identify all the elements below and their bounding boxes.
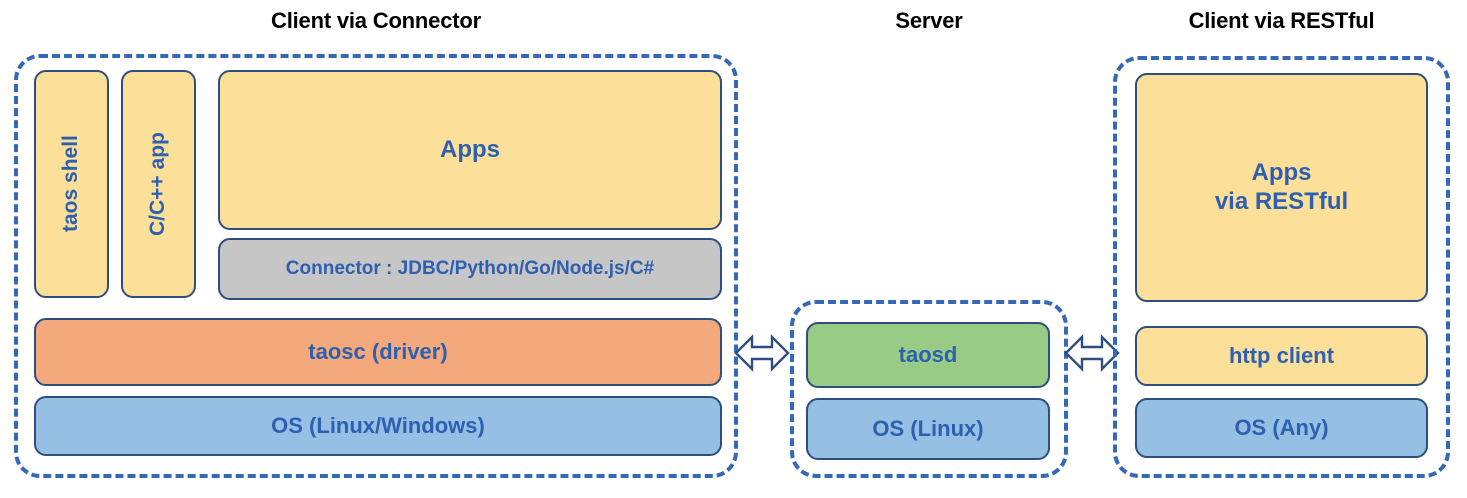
box-os-any[interactable]: OS (Any) <box>1135 398 1428 458</box>
box-apps[interactable]: Apps <box>218 70 722 230</box>
panel-client-via-restful <box>1113 56 1450 478</box>
box-apps-via-restful[interactable]: Apps via RESTful <box>1135 73 1428 302</box>
box-taosc-driver[interactable]: taosc (driver) <box>34 318 722 386</box>
page-title-server: Server <box>895 8 963 33</box>
panel-server <box>790 300 1068 478</box>
box-connector[interactable]: Connector : JDBC/Python/Go/Node.js/C# <box>218 238 722 300</box>
page-title-client-connector: Client via Connector <box>271 8 481 33</box>
box-cpp-app[interactable]: C/C++ app <box>121 70 196 298</box>
box-http-client[interactable]: http client <box>1135 326 1428 386</box>
page-title-client-restful: Client via RESTful <box>1188 8 1375 33</box>
panel-client-via-connector <box>14 54 738 478</box>
box-os-linux[interactable]: OS (Linux) <box>806 398 1050 460</box>
box-os-linux-windows[interactable]: OS (Linux/Windows) <box>34 396 722 456</box>
box-taos-shell[interactable]: taos shell <box>34 70 109 298</box>
box-apps-via-restful-line2: via RESTful <box>1214 187 1349 215</box>
box-taosd[interactable]: taosd <box>806 322 1050 388</box>
double-headed-arrow-icon-right <box>1064 330 1120 376</box>
box-apps-via-restful-line1: Apps <box>1251 159 1312 187</box>
double-headed-arrow-icon-left <box>734 330 790 376</box>
